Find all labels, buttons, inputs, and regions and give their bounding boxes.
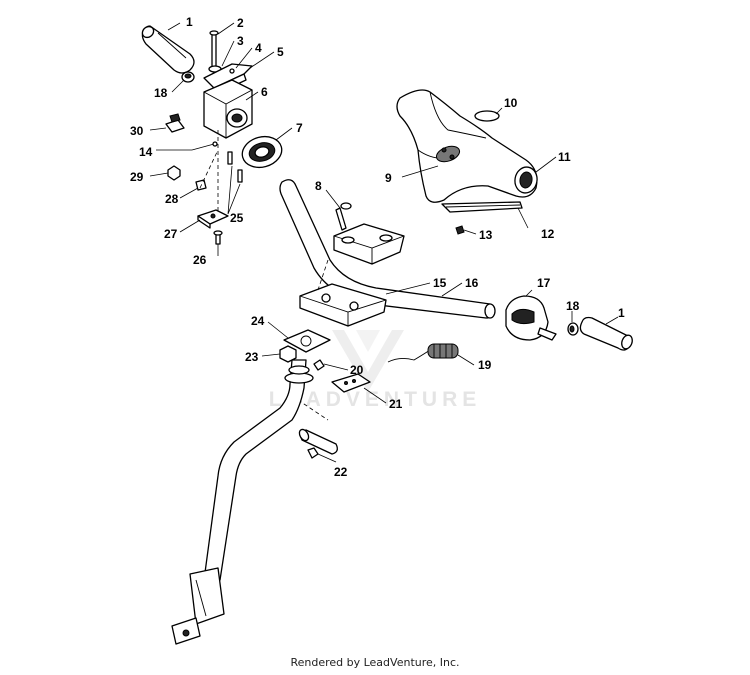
label-26: 26	[193, 253, 207, 267]
screws-25	[227, 151, 243, 183]
decal-10	[474, 110, 500, 122]
label-7: 7	[296, 121, 303, 135]
label-18-left: 18	[154, 86, 168, 100]
grip-left	[141, 25, 195, 74]
label-2: 2	[237, 16, 244, 30]
bushing-22	[298, 428, 338, 455]
nut-23	[279, 345, 297, 363]
column-top-plate	[283, 329, 331, 353]
screw-14	[191, 141, 218, 151]
label-22: 22	[334, 465, 348, 479]
handlebar	[279, 179, 496, 319]
label-4: 4	[255, 41, 262, 55]
label-30: 30	[130, 124, 144, 138]
label-24: 24	[251, 314, 265, 328]
label-1-top: 1	[186, 15, 193, 29]
label-1-right: 1	[618, 306, 625, 320]
label-14: 14	[139, 145, 153, 159]
plate-27	[197, 209, 229, 229]
trim-strip	[441, 201, 523, 213]
label-28: 28	[165, 192, 179, 206]
label-3: 3	[237, 34, 244, 48]
label-8: 8	[315, 179, 322, 193]
label-25: 25	[230, 211, 244, 225]
spring-19	[387, 343, 459, 363]
label-10: 10	[504, 96, 518, 110]
label-23: 23	[245, 350, 259, 364]
bolt-20	[313, 359, 325, 371]
leader-lines	[149, 22, 619, 463]
end-cap-right	[567, 322, 579, 336]
label-11: 11	[558, 150, 571, 164]
label-19: 19	[478, 358, 492, 372]
handlebar-clamp-top	[333, 223, 405, 265]
gasket-ring	[241, 135, 283, 169]
nut-29	[167, 165, 181, 181]
label-29: 29	[130, 170, 144, 184]
label-12: 12	[541, 227, 555, 241]
end-cap-left	[181, 71, 195, 83]
guide-line-center	[317, 259, 329, 291]
screw-26	[213, 230, 223, 245]
nut-22	[307, 447, 319, 459]
label-21: 21	[389, 397, 403, 411]
label-9: 9	[385, 171, 392, 185]
handlebar-clamp-bottom	[299, 283, 387, 327]
label-27: 27	[164, 227, 178, 241]
grip-right	[579, 316, 633, 351]
label-16: 16	[465, 276, 479, 290]
label-18-right: 18	[566, 299, 580, 313]
label-5: 5	[277, 45, 284, 59]
switch-30	[165, 113, 185, 133]
part-labels: 1 2 3 4 5 18 6 7 30 14 29 28 25 27 26 8 …	[130, 15, 625, 479]
watermark-text: LEADVENTURE	[269, 388, 482, 411]
guide-line-left-2	[199, 149, 219, 189]
bolt-2	[209, 30, 219, 69]
steering-column	[171, 359, 314, 645]
bolt-8	[335, 202, 352, 231]
plate-21	[331, 373, 371, 393]
label-15: 15	[433, 276, 447, 290]
label-6: 6	[261, 85, 268, 99]
fastener-13	[455, 225, 465, 235]
label-13: 13	[479, 228, 493, 242]
throttle-housing	[203, 79, 253, 139]
watermark-logo: LEADVENTURE	[269, 330, 482, 411]
label-17: 17	[537, 276, 551, 290]
footer-credit: Rendered by LeadVenture, Inc.	[290, 656, 460, 669]
throttle-body-right	[505, 295, 557, 341]
guide-line-column	[297, 399, 329, 421]
label-20: 20	[350, 363, 364, 377]
handlebar-cover	[396, 89, 538, 203]
